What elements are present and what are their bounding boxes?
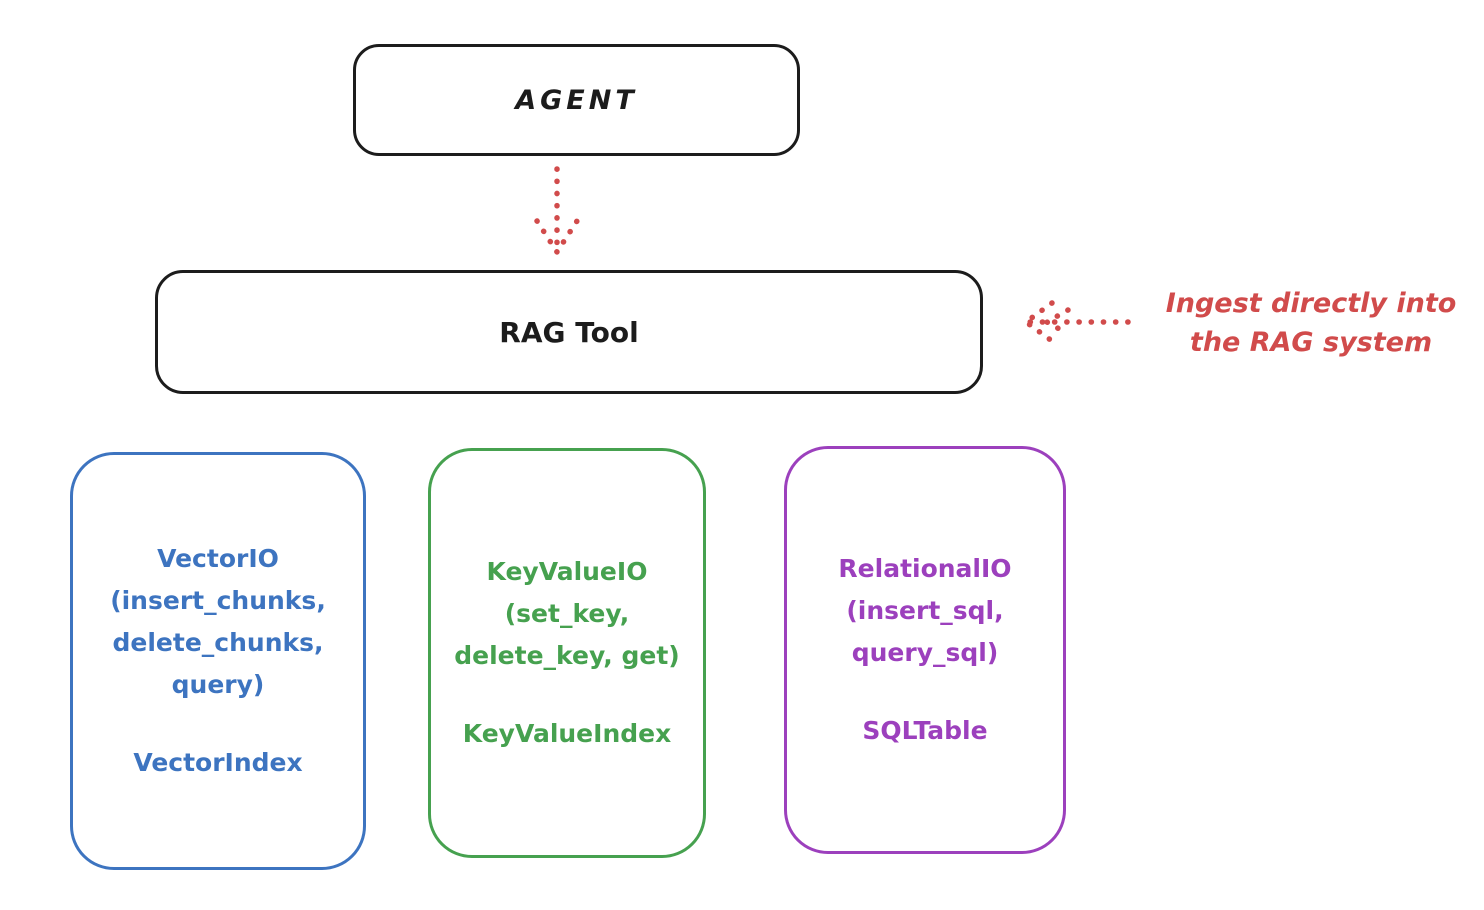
- key-value-io-line: KeyValueIO: [486, 557, 648, 586]
- key-value-io-lines: KeyValueIO (set_key, delete_key, get): [454, 551, 679, 677]
- relational-io-line: (insert_sql,: [846, 596, 1004, 625]
- vector-io-line: VectorIO: [157, 544, 279, 573]
- key-value-io-line: (set_key,: [504, 599, 630, 628]
- relational-io-line: query_sql): [851, 638, 999, 667]
- vector-io-line: (insert_chunks,: [110, 586, 326, 615]
- node-key-value-io: KeyValueIO (set_key, delete_key, get) Ke…: [428, 448, 706, 858]
- agent-label: AGENT: [515, 84, 638, 116]
- vector-io-line: query): [171, 670, 265, 699]
- rag-tool-label: RAG Tool: [499, 315, 639, 349]
- ingest-annotation-line-1: Ingest directly into: [1165, 288, 1457, 319]
- sql-table-label: SQLTable: [862, 716, 988, 745]
- node-agent: AGENT: [353, 44, 800, 156]
- relational-io-line: RelationalIO: [838, 554, 1012, 583]
- ingest-annotation: Ingest directly into the RAG system: [1138, 284, 1484, 362]
- vector-io-line: delete_chunks,: [112, 628, 324, 657]
- node-rag-tool: RAG Tool: [155, 270, 983, 394]
- key-value-index-label: KeyValueIndex: [462, 719, 672, 748]
- node-vector-io: VectorIO (insert_chunks, delete_chunks, …: [70, 452, 366, 870]
- relational-io-lines: RelationalIO (insert_sql, query_sql): [838, 548, 1011, 674]
- vector-index-label: VectorIndex: [133, 748, 303, 777]
- ingest-annotation-line-2: the RAG system: [1189, 327, 1433, 358]
- vector-io-lines: VectorIO (insert_chunks, delete_chunks, …: [110, 538, 326, 706]
- node-relational-io: RelationalIO (insert_sql, query_sql) SQL…: [784, 446, 1066, 854]
- key-value-io-line: delete_key, get): [454, 641, 680, 670]
- dotted-down-arrow-icon: [534, 166, 580, 258]
- dotted-left-arrow-icon: [1021, 300, 1131, 344]
